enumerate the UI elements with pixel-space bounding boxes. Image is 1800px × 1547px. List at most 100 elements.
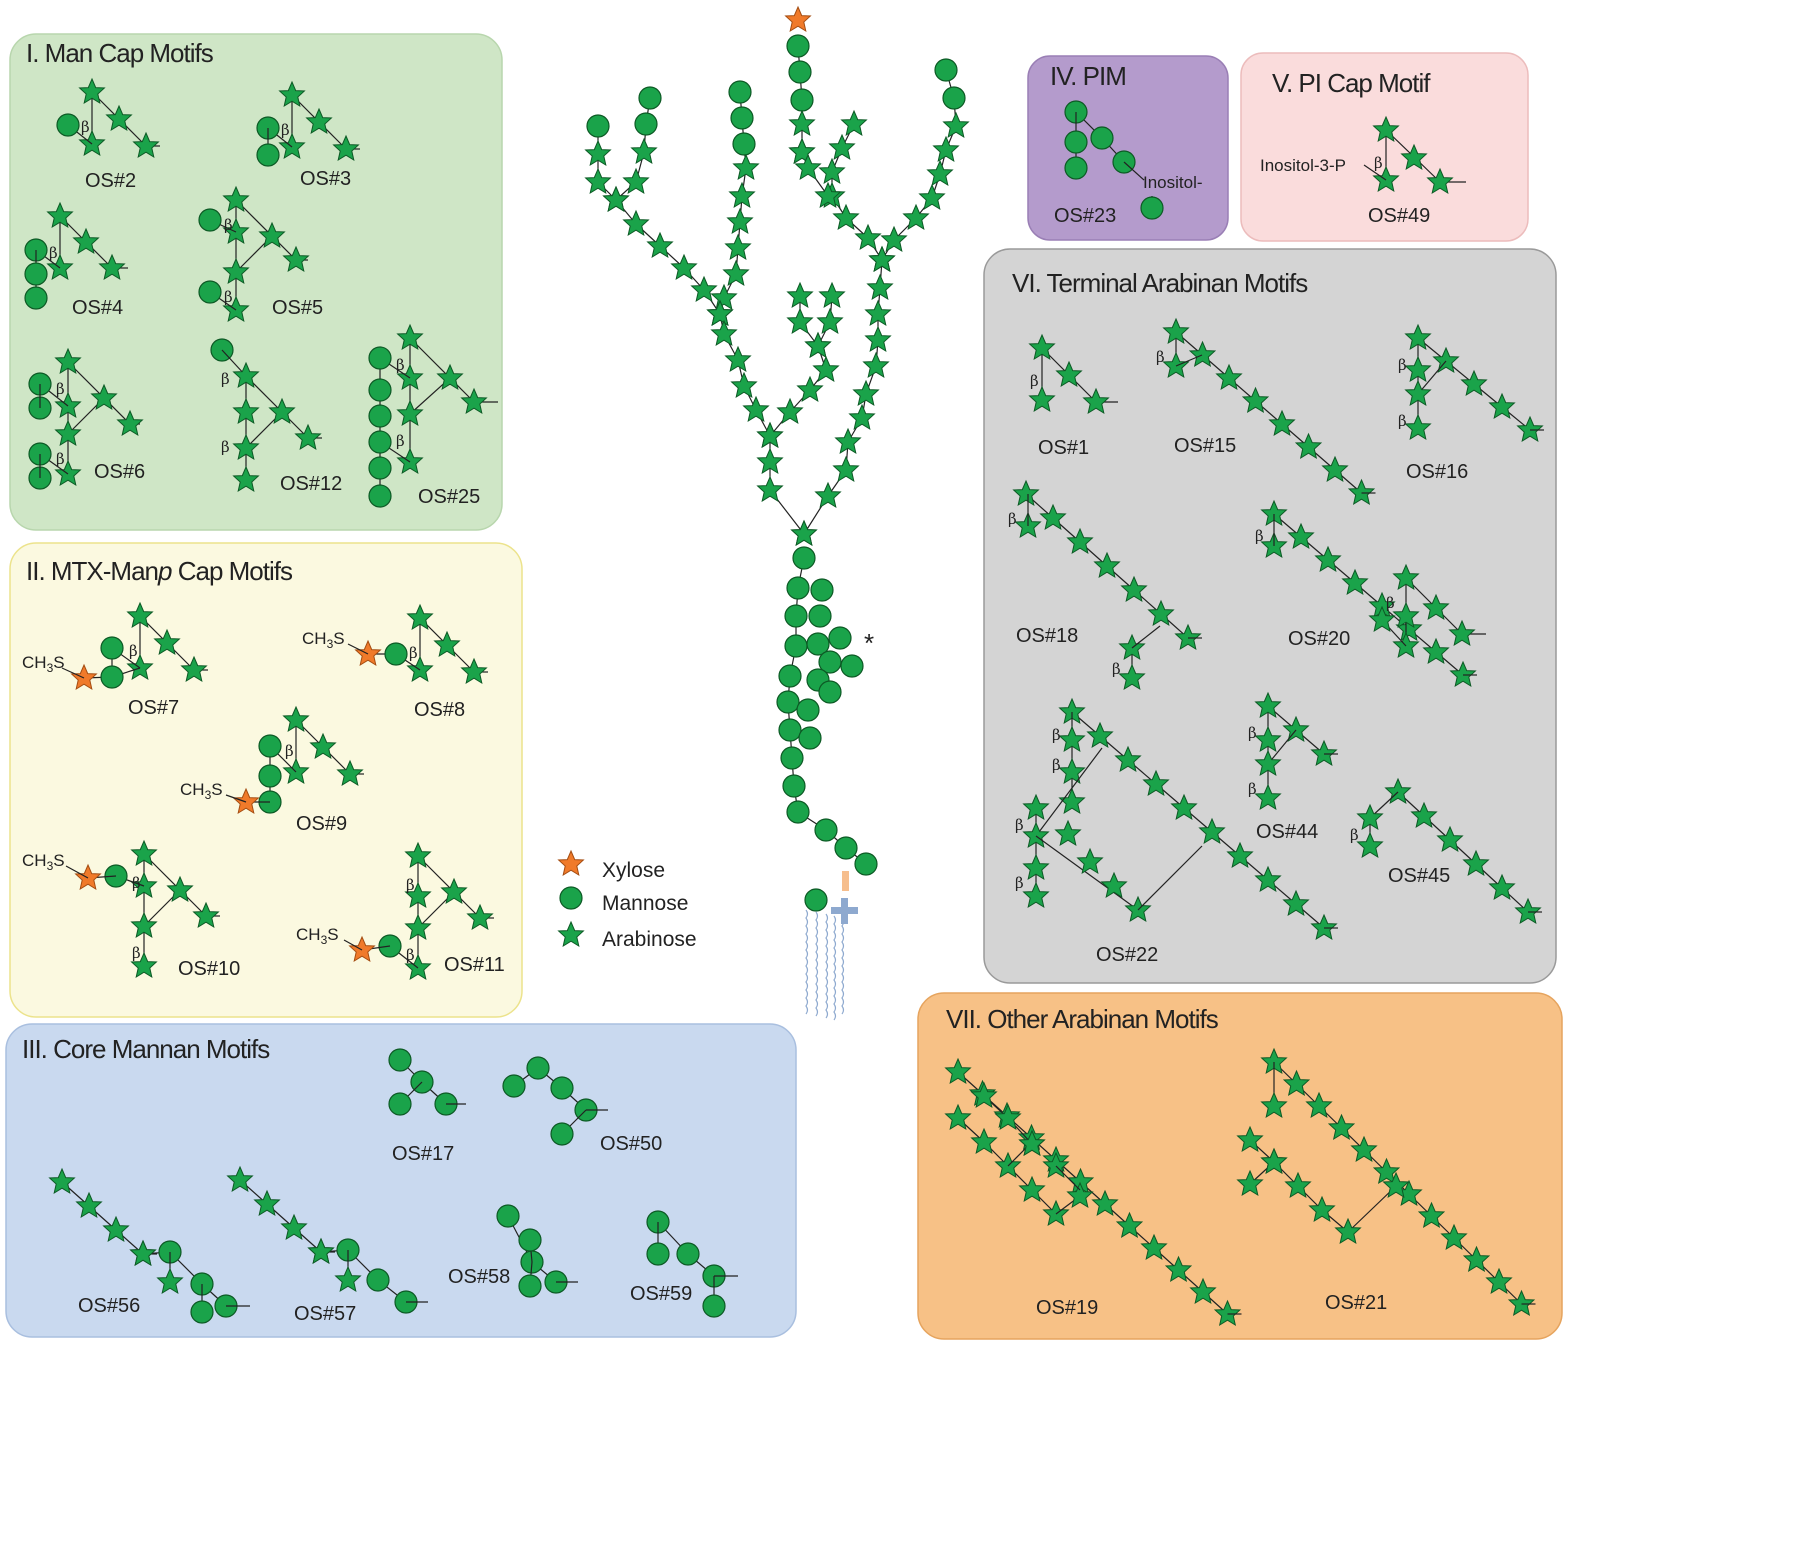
mannose-circle-icon bbox=[702, 1294, 726, 1318]
beta-label: β bbox=[224, 216, 233, 234]
lipid-tail bbox=[833, 915, 837, 1021]
glycosidic-bond bbox=[1363, 164, 1387, 181]
beta-label: β bbox=[1030, 372, 1039, 390]
mannose-circle-icon bbox=[518, 1274, 542, 1298]
arabinose-star-icon bbox=[791, 520, 817, 546]
green-circle-icon bbox=[559, 886, 583, 910]
arabinose-star-icon bbox=[919, 184, 945, 210]
lipid-tail bbox=[805, 909, 809, 1015]
mannose-circle-icon bbox=[198, 280, 222, 304]
beta-label: β bbox=[1248, 724, 1257, 742]
glycosidic-bond bbox=[1267, 729, 1297, 765]
beta-label: β bbox=[409, 644, 418, 662]
membrane-anchor bbox=[805, 871, 858, 1021]
orange-star-icon bbox=[558, 850, 584, 876]
ch3s-label: CH3S bbox=[180, 780, 223, 802]
arabinose-star-icon bbox=[833, 456, 859, 482]
beta-label: β bbox=[1255, 527, 1264, 545]
panel-title-terminal-arabinan: VI. Terminal Arabinan Motifs bbox=[1012, 268, 1308, 298]
os-label: OS#7 bbox=[128, 697, 179, 719]
beta-label: β bbox=[49, 244, 58, 262]
mannose-circle-icon bbox=[778, 718, 802, 742]
panel-title-pi-cap: V. PI Cap Motif bbox=[1272, 68, 1431, 98]
mannose-circle-icon bbox=[56, 113, 80, 137]
mannose-circle-icon bbox=[728, 80, 752, 104]
glycosidic-bond bbox=[417, 855, 481, 919]
arabinose-star-icon bbox=[789, 138, 815, 164]
os-label: OS#17 bbox=[392, 1143, 454, 1165]
beta-label: β bbox=[1008, 510, 1017, 528]
os-label: OS#3 bbox=[300, 168, 351, 190]
beta-label: β bbox=[132, 874, 141, 892]
arabinose-star-icon bbox=[585, 168, 611, 194]
glycosidic-bond bbox=[1055, 1165, 1081, 1191]
mannose-circle-icon bbox=[790, 88, 814, 112]
glycosidic-bond bbox=[1131, 625, 1161, 649]
beta-label: β bbox=[1248, 780, 1257, 798]
mannose-circle-icon bbox=[786, 800, 810, 824]
beta-label: β bbox=[56, 380, 65, 398]
mannose-circle-icon bbox=[1090, 126, 1114, 150]
panel-core-mannan bbox=[5, 1023, 797, 1338]
os-label: OS#21 bbox=[1325, 1292, 1387, 1314]
mannose-circle-icon bbox=[732, 132, 756, 156]
annotations: CH3S CH3S CH3S CH3S CH3S Inositol- Inosi… bbox=[22, 156, 1346, 947]
inositol-label: Inositol- bbox=[1143, 173, 1203, 192]
legend: Xylose Mannose Arabinose bbox=[558, 850, 697, 951]
mannose-circle-icon bbox=[804, 888, 828, 912]
os-label: OS#58 bbox=[448, 1266, 510, 1288]
os-label: OS#10 bbox=[178, 958, 240, 980]
mannose-circle-icon bbox=[808, 604, 832, 628]
arabinose-star-icon bbox=[631, 138, 657, 164]
mannose-circle-icon bbox=[100, 665, 124, 689]
arabinose-star-icon bbox=[863, 352, 889, 378]
panel-title-core-mannan: III. Core Mannan Motifs bbox=[22, 1034, 270, 1064]
mannose-circle-icon bbox=[198, 208, 222, 232]
mannose-circle-icon bbox=[634, 112, 658, 136]
beta-label: β bbox=[1398, 412, 1407, 430]
legend-item-mannose: Mannose bbox=[559, 886, 688, 915]
arabinose-star-icon bbox=[743, 396, 769, 422]
beta-label: β bbox=[1374, 154, 1383, 172]
mannose-circle-icon bbox=[1140, 196, 1164, 220]
os-label: OS#44 bbox=[1256, 821, 1318, 843]
mannose-circle-icon bbox=[256, 143, 280, 167]
panel-title-man-cap: I. Man Cap Motifs bbox=[26, 38, 214, 68]
glycosidic-bond bbox=[1123, 161, 1145, 181]
os-label: OS#45 bbox=[1388, 865, 1450, 887]
beta-label: β bbox=[406, 946, 415, 964]
beta-label: β bbox=[81, 118, 90, 136]
arabinose-star-icon bbox=[813, 356, 839, 382]
arabinose-star-icon bbox=[815, 482, 841, 508]
legend-item-arabinose: Arabinose bbox=[558, 921, 697, 951]
os-label: OS#49 bbox=[1368, 205, 1430, 227]
mannose-circle-icon bbox=[1064, 156, 1088, 180]
os-label: OS#25 bbox=[418, 486, 480, 508]
arabinose-star-icon bbox=[855, 224, 881, 250]
mannose-circle-icon bbox=[792, 546, 816, 570]
panel-title-other-arabinan: VII. Other Arabinan Motifs bbox=[946, 1004, 1219, 1034]
beta-label: β bbox=[129, 642, 138, 660]
ch3s-label: CH3S bbox=[22, 653, 65, 675]
beta-label: β bbox=[1052, 756, 1061, 774]
os-label: OS#11 bbox=[444, 954, 505, 976]
lam-structure-diagram: I. Man Cap Motifs II. MTX-Manp Cap Motif… bbox=[5, 6, 1563, 1340]
lipid-tail bbox=[815, 911, 819, 1017]
legend-label: Xylose bbox=[602, 859, 665, 882]
panel-title-mtx-cap: II. MTX-Manp Cap Motifs bbox=[26, 556, 293, 586]
mannose-circle-icon bbox=[190, 1300, 214, 1324]
glycosidic-bond bbox=[1347, 1185, 1397, 1233]
panel-title-pim: IV. PIM bbox=[1050, 61, 1126, 91]
os-label: OS#4 bbox=[72, 297, 123, 319]
mannose-circle-icon bbox=[100, 636, 124, 660]
arabinose-star-icon bbox=[671, 254, 697, 280]
mannose-circle-icon bbox=[934, 58, 958, 82]
os-label: OS#19 bbox=[1036, 1297, 1098, 1319]
mannose-circle-icon bbox=[384, 642, 408, 666]
mannose-circle-icon bbox=[814, 818, 838, 842]
lipid-tails bbox=[805, 909, 845, 1021]
glycosidic-bond bbox=[235, 199, 297, 261]
beta-label: β bbox=[56, 450, 65, 468]
os-label: OS#50 bbox=[600, 1133, 662, 1155]
